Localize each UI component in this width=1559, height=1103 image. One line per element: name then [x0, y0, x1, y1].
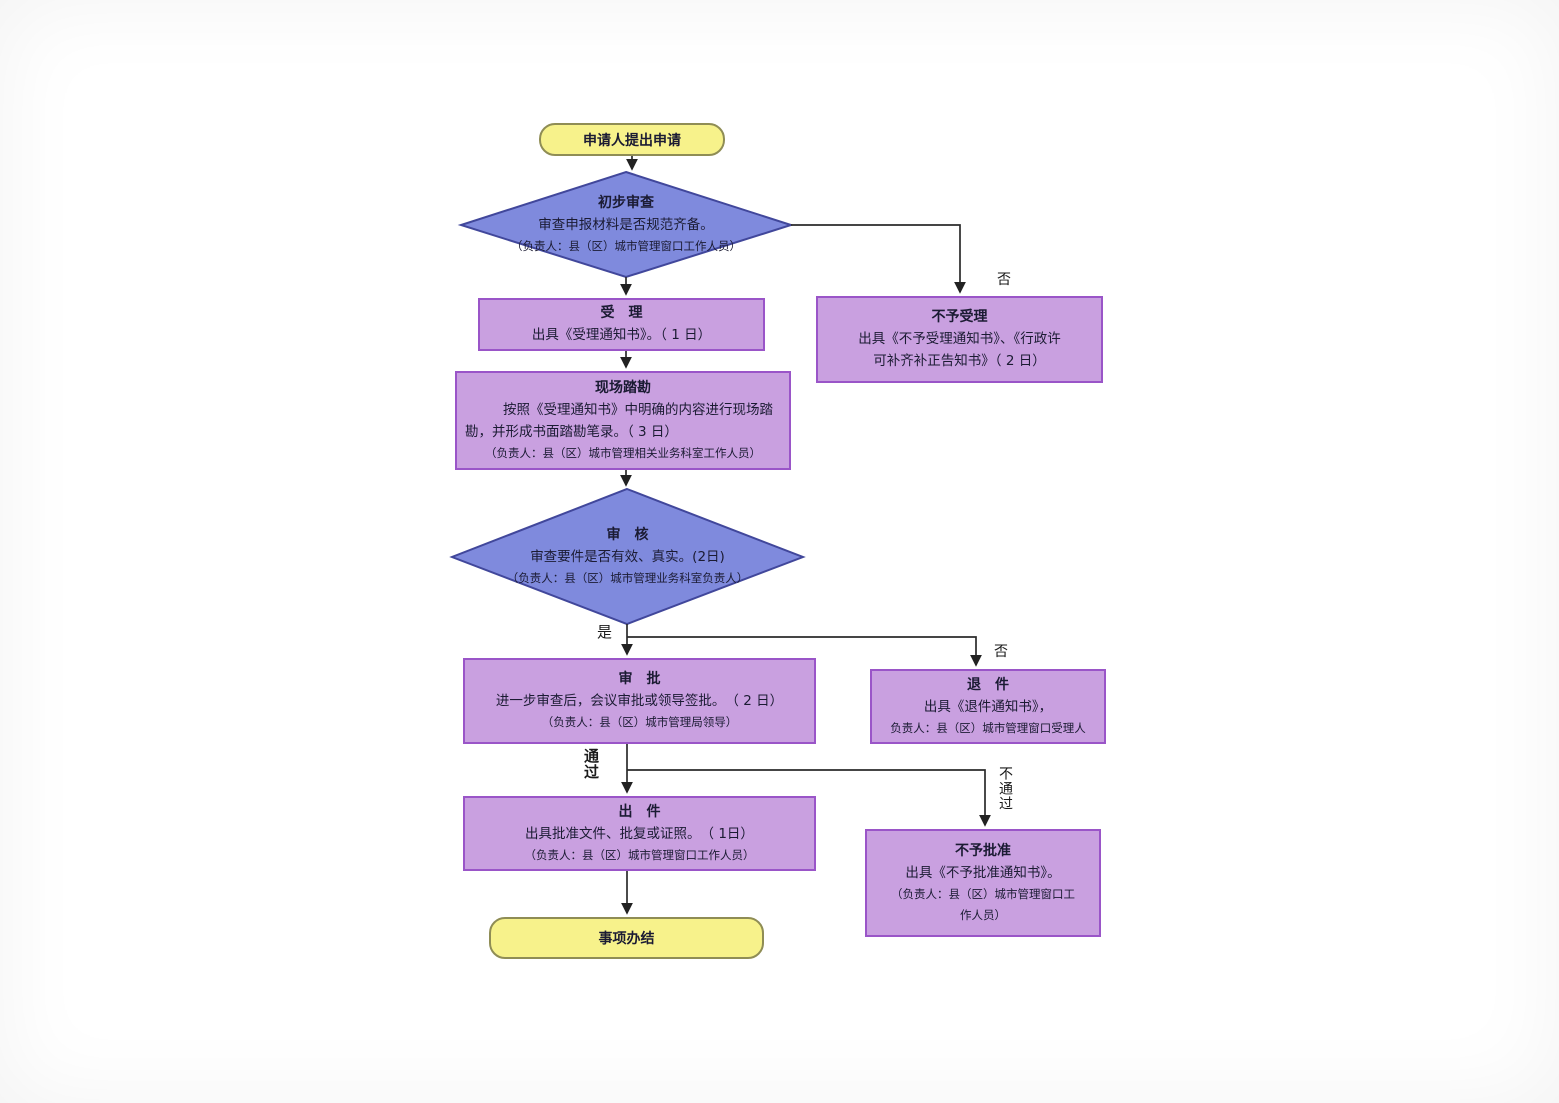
edge-label-pass: 通过 — [582, 748, 600, 780]
issue-owner: （负责人：县（区）城市管理窗口工作人员） — [524, 847, 755, 862]
not-accept-line1: 出具《不予受理通知书》、《行政许 — [858, 331, 1061, 347]
accept-title: 受 理 — [600, 305, 643, 321]
issue-title: 出 件 — [618, 803, 661, 820]
node-not-approved: 不予批准 出具《不予批准通知书》。 （负责人：县（区）城市管理窗口工 作人员） — [865, 829, 1101, 937]
survey-owner: （负责人：县（区）城市管理相关业务科室工作人员） — [485, 445, 761, 460]
node-review: 审 核 审查要件是否有效、真实。(2日) （负责人：县（区）城市管理业务科室负责… — [452, 510, 803, 604]
node-start-label: 申请人提出申请 — [583, 132, 681, 149]
return-title: 退 件 — [967, 676, 1009, 693]
accept-line: 出具《受理通知书》。（ 1 日） — [531, 327, 712, 343]
prelim-title: 初步审查 — [598, 195, 654, 211]
node-start: 申请人提出申请 — [539, 123, 725, 156]
node-site-survey: 现场踏勘 按照《受理通知书》中明确的内容进行现场踏 勘，并形成书面踏勘笔录。（ … — [455, 371, 791, 470]
edge-prelim-to-noaccept — [791, 224, 966, 294]
node-preliminary-review: 初步审查 审查申报材料是否规范齐备。 （负责人：县（区）城市管理窗口工作人员） — [461, 176, 791, 274]
not-approved-line: 出具《不予批准通知书》。 — [905, 864, 1061, 881]
edge-label-no-2: 否 — [994, 644, 1008, 660]
return-line: 出具《退件通知书》， — [923, 698, 1053, 715]
approval-line: 进一步审查后，会议审批或领导签批。 （ 2 日） — [495, 693, 784, 709]
not-approved-title: 不予批准 — [955, 842, 1011, 859]
edge-approve-to-noapprove — [627, 769, 991, 827]
survey-title: 现场踏勘 — [595, 379, 651, 396]
prelim-line: 审查申报材料是否规范齐备。 — [538, 217, 714, 233]
survey-line2: 勘，并形成书面踏勘笔录。（ 3 日） — [465, 423, 678, 440]
review-owner: （负责人：县（区）城市管理业务科室负责人） — [506, 571, 749, 585]
review-title: 审 核 — [606, 527, 649, 543]
edge-review-to-return — [627, 636, 982, 667]
review-line: 审查要件是否有效、真实。(2日) — [530, 549, 725, 565]
survey-line1: 按照《受理通知书》中明确的内容进行现场踏 — [503, 401, 773, 418]
not-accept-title: 不予受理 — [931, 309, 988, 325]
node-accept: 受 理 出具《受理通知书》。（ 1 日） — [478, 298, 765, 351]
edge-label-fail: 不通过 — [997, 766, 1013, 811]
edge-label-yes: 是 — [597, 623, 613, 641]
node-approval: 审 批 进一步审查后，会议审批或领导签批。 （ 2 日） （负责人：县（区）城市… — [463, 658, 816, 744]
node-issue: 出 件 出具批准文件、批复或证照。 （ 1日） （负责人：县（区）城市管理窗口工… — [463, 796, 816, 871]
node-end: 事项办结 — [489, 917, 764, 959]
node-return: 退 件 出具《退件通知书》， 负责人：县（区）城市管理窗口受理人 — [870, 669, 1106, 744]
issue-line: 出具批准文件、批复或证照。 （ 1日） — [525, 825, 754, 842]
not-approved-owner2: 作人员） — [960, 907, 1006, 922]
edge-label-no-1: 否 — [997, 272, 1011, 288]
node-not-accept: 不予受理 出具《不予受理通知书》、《行政许 可补齐补正告知书》（ 2 日） — [816, 296, 1103, 383]
approval-owner: （负责人：县（区）城市管理局领导） — [541, 715, 738, 729]
return-owner: 负责人：县（区）城市管理窗口受理人 — [890, 720, 1086, 735]
prelim-owner: （负责人：县（区）城市管理窗口工作人员） — [511, 239, 741, 253]
approval-title: 审 批 — [618, 671, 661, 687]
not-accept-line2: 可补齐补正告知书》（ 2 日） — [873, 353, 1046, 369]
not-approved-owner1: （负责人：县（区）城市管理窗口工 — [891, 886, 1075, 901]
node-end-label: 事项办结 — [598, 931, 655, 947]
